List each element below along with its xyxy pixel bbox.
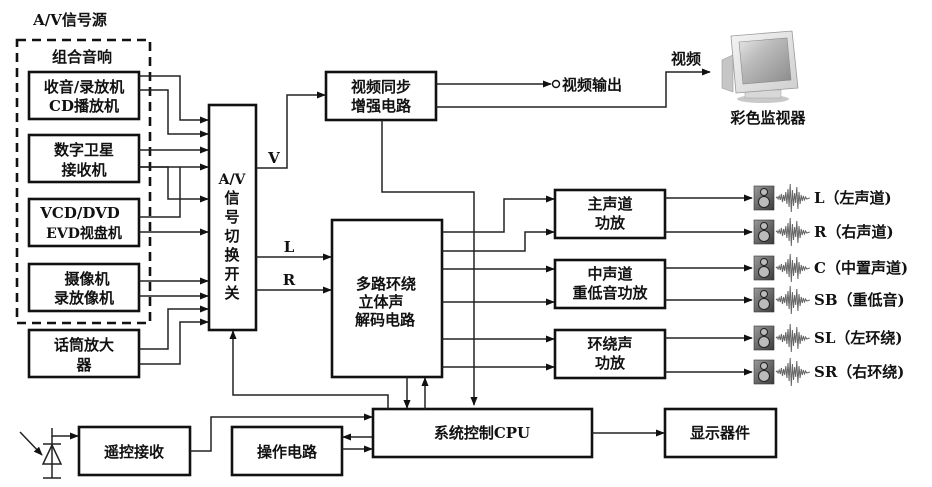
remote-receiver: 遥控接收 bbox=[77, 425, 192, 477]
sound-wave-icon bbox=[775, 183, 810, 213]
source-to-switch-wires bbox=[139, 75, 209, 365]
box-label: 解码电路 bbox=[355, 311, 416, 329]
speaker-icon bbox=[753, 185, 775, 211]
sound-wave-icon bbox=[775, 323, 810, 353]
decoder-to-amplifier-wires bbox=[442, 195, 555, 371]
switch-label: A/V bbox=[218, 172, 247, 188]
box-label: 立体声 bbox=[358, 293, 403, 311]
speaker-icon bbox=[753, 219, 775, 245]
source-mic-amplifier: 话筒放大 器 bbox=[27, 328, 141, 379]
speaker-item: L（左声道) bbox=[753, 183, 892, 213]
speaker-icon bbox=[753, 287, 775, 313]
switch-label: 号 bbox=[224, 208, 239, 226]
source-radio-cd: 收音/录放机 CD播放机 bbox=[27, 70, 141, 121]
video-signal-wire bbox=[256, 91, 326, 169]
cpu-to-switch-wire bbox=[229, 330, 389, 409]
source-label: VCD/DVD bbox=[39, 204, 119, 222]
av-signal-switch: A/V 信 号 切 换 开 关 bbox=[207, 103, 258, 332]
surround-stereo-decoder: 多路环绕 立体声 解码电路 bbox=[330, 218, 444, 379]
box-label: 视频同步 bbox=[351, 78, 411, 96]
source-label: EVD视盘机 bbox=[46, 225, 122, 242]
speaker-channel-label: R（右声道) bbox=[814, 223, 894, 241]
display-device: 显示器件 bbox=[663, 407, 778, 459]
speaker-icon bbox=[753, 325, 775, 351]
right-audio-label: R bbox=[283, 271, 296, 289]
video-output-terminal bbox=[551, 79, 561, 89]
box-label: 多路环绕 bbox=[356, 275, 416, 293]
speaker-channel-label: SR（右环绕) bbox=[814, 363, 904, 381]
source-label: 摄像机 bbox=[64, 270, 109, 288]
source-label: 器 bbox=[75, 356, 92, 374]
video-signal-label: V bbox=[267, 149, 280, 167]
combo-audio-title: 组合音响 bbox=[52, 48, 112, 66]
amplifier-to-speaker-wires bbox=[665, 194, 753, 376]
switch-label: 信 bbox=[224, 189, 239, 207]
source-label: CD播放机 bbox=[49, 97, 119, 115]
source-label: 录放像机 bbox=[54, 289, 114, 307]
video-sync-enhance-circuit: 视频同步 增强电路 bbox=[324, 70, 438, 122]
box-label: 中声道 bbox=[587, 265, 632, 283]
speaker-item: SR（右环绕) bbox=[753, 357, 904, 387]
photodiode-icon bbox=[19, 428, 79, 479]
speaker-icon bbox=[753, 255, 775, 281]
switch-label: 开 bbox=[224, 265, 239, 283]
box-label: 增强电路 bbox=[351, 97, 412, 115]
box-label: 功放 bbox=[595, 354, 626, 372]
box-label: 功放 bbox=[595, 214, 626, 232]
source-label: 收音/录放机 bbox=[44, 78, 124, 96]
box-label: 系统控制CPU bbox=[434, 424, 530, 442]
crt-monitor-icon bbox=[721, 30, 799, 103]
source-satellite-receiver: 数字卫星 接收机 bbox=[27, 133, 141, 184]
speaker-list: L（左声道) R（右声道) C（中置声道) SB（重低音) SL（左环绕) SR（右环绕) bbox=[753, 183, 908, 387]
remote-to-cpu-wire bbox=[190, 413, 373, 452]
monitor-input-label: 视频 bbox=[671, 50, 701, 68]
speaker-channel-label: L（左声道) bbox=[814, 189, 892, 207]
main-channel-amplifier: 主声道 功放 bbox=[553, 188, 667, 240]
box-label: 显示器件 bbox=[690, 424, 750, 442]
left-audio-label: L bbox=[284, 238, 295, 256]
speaker-channel-label: SL（左环绕) bbox=[814, 329, 902, 347]
box-label: 主声道 bbox=[587, 195, 632, 213]
monitor-label: 彩色监视器 bbox=[729, 109, 806, 127]
speaker-icon bbox=[753, 359, 775, 385]
sound-wave-icon bbox=[775, 357, 810, 387]
sound-wave-icon bbox=[775, 217, 810, 247]
source-label: 话筒放大 bbox=[54, 336, 114, 354]
speaker-item: R（右声道) bbox=[753, 217, 894, 247]
source-group-title: A/V信号源 bbox=[32, 11, 107, 29]
source-vcd-dvd: VCD/DVD EVD视盘机 bbox=[27, 197, 141, 248]
box-label: 遥控接收 bbox=[104, 443, 164, 461]
video-output-label: 视频输出 bbox=[562, 76, 622, 94]
switch-label: 切 bbox=[224, 227, 239, 245]
operation-circuit: 操作电路 bbox=[230, 425, 344, 477]
source-camera-vcr: 摄像机 录放像机 bbox=[27, 262, 141, 313]
box-label: 环绕声 bbox=[587, 335, 632, 353]
speaker-channel-label: SB（重低音) bbox=[814, 291, 905, 309]
video-to-cpu-wire bbox=[381, 120, 478, 406]
speaker-item: SL（左环绕) bbox=[753, 323, 902, 353]
speaker-item: SB（重低音) bbox=[753, 285, 905, 315]
switch-label: 关 bbox=[224, 284, 239, 302]
sound-wave-icon bbox=[775, 285, 810, 315]
surround-amplifier: 环绕声 功放 bbox=[553, 328, 667, 380]
switch-label: 换 bbox=[224, 246, 240, 264]
box-label: 操作电路 bbox=[257, 443, 318, 461]
center-subwoofer-amplifier: 中声道 重低音功放 bbox=[553, 258, 667, 310]
speaker-channel-label: C（中置声道) bbox=[814, 259, 908, 277]
combo-audio-group-border bbox=[15, 38, 152, 325]
speaker-item: C（中置声道) bbox=[753, 253, 908, 283]
box-label: 重低音功放 bbox=[572, 284, 648, 302]
sound-wave-icon bbox=[775, 253, 810, 283]
source-label: 数字卫星 bbox=[54, 141, 114, 159]
system-control-cpu: 系统控制CPU bbox=[371, 407, 594, 459]
source-label: 接收机 bbox=[61, 161, 106, 179]
monitor-video-wire bbox=[436, 68, 711, 108]
